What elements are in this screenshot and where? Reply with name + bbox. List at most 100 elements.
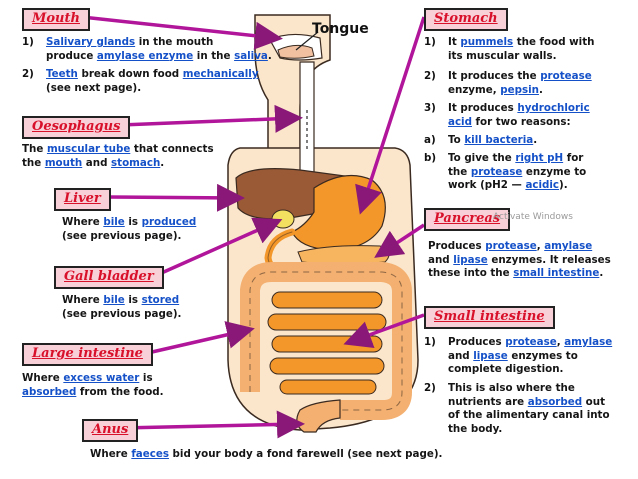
sm-l3: complete digestion. xyxy=(448,363,564,375)
kw-salivary-glands: Salivary glands xyxy=(46,36,136,48)
kw-right-ph: right pH xyxy=(515,152,564,164)
oes-l2-a: the xyxy=(22,156,45,169)
liver-l1-b: is xyxy=(124,216,142,228)
stomach-text-a: To kill bacteria. xyxy=(448,134,537,148)
st-l2: its muscular walls. xyxy=(448,49,557,62)
kw-amylase-pan: amylase xyxy=(544,240,593,252)
st-l9-a: the xyxy=(448,165,471,178)
large-intestine-shape xyxy=(240,262,412,420)
pan-l2-b: enzymes. It releases xyxy=(487,253,611,266)
sm-l7: the body. xyxy=(448,422,503,435)
stomach-num-1: 1) xyxy=(424,36,436,48)
gall-l2: (see previous page). xyxy=(62,307,182,320)
liver-l1-a: Where xyxy=(62,216,104,228)
stomach-text-1: It pummels the food with its muscular wa… xyxy=(448,36,594,63)
label-tongue: Tongue xyxy=(312,21,369,37)
kw-mouth: mouth xyxy=(44,156,83,169)
label-small-intestine: Small intestine xyxy=(424,306,555,329)
kw-pummels: pummels xyxy=(460,36,514,48)
large-intestine-text: Where excess water is absorbed from the … xyxy=(22,372,164,399)
st-l4-b: . xyxy=(538,83,543,96)
kw-pepsin: pepsin xyxy=(500,83,539,96)
mouth-text: Salivary glands in the mouth produce amy… xyxy=(46,36,272,63)
mouth-num-2: 2) xyxy=(22,68,34,80)
kw-produced: produced xyxy=(141,216,197,228)
anus-b: bid your body a fond farewell (see next … xyxy=(168,448,443,460)
st-l7-b: . xyxy=(533,134,538,146)
label-stomach: Stomach xyxy=(424,8,508,31)
sm-l1-a: Produces xyxy=(448,336,506,348)
gall-l1-a: Where xyxy=(62,294,104,306)
arrow-large-intestine xyxy=(151,321,255,354)
arrow-anus xyxy=(121,410,305,439)
kw-acidic: acidic xyxy=(525,179,560,191)
sm-l6: of the alimentary canal into xyxy=(448,409,610,421)
oes-l2-c: . xyxy=(160,156,165,169)
tongue-shape xyxy=(277,44,315,59)
st-l10-a: work (pH2 — xyxy=(448,179,526,191)
kw-protease-sm: protease xyxy=(505,336,557,348)
gall-l1-b: is xyxy=(124,294,142,306)
arrow-oesophagus xyxy=(121,104,303,133)
small-intestine-text-2: This is also where the nutrients are abs… xyxy=(448,382,610,436)
st-l1-b: the food with xyxy=(513,36,595,48)
st-l10-b: ). xyxy=(559,179,568,191)
mouth-text-2: Teeth break down food mechanically (see … xyxy=(46,68,259,95)
label-large-intestine: Large intestine xyxy=(22,343,153,366)
kw-hydrochloric: hydrochloric xyxy=(517,102,590,114)
kw-muscular-tube: muscular tube xyxy=(46,143,131,155)
stomach-text-3: It produces hydrochloric acid for two re… xyxy=(448,102,590,129)
liver-text: Where bile is produced (see previous pag… xyxy=(62,216,196,243)
kw-lipase-sm: lipase xyxy=(473,349,508,362)
mouth-l2-b: in the xyxy=(193,49,235,62)
oesophagus-text: The muscular tube that connects the mout… xyxy=(22,143,214,170)
liver-l2: (see previous page). xyxy=(62,229,182,242)
kw-saliva: saliva xyxy=(234,49,268,62)
label-anus: Anus xyxy=(82,419,139,442)
kw-absorbed-sm: absorbed xyxy=(527,395,583,408)
st-l7-a: To xyxy=(448,134,465,146)
large-l1-a: Where xyxy=(22,372,64,384)
label-mouth: Mouth xyxy=(22,8,90,31)
sm-l5-b: out xyxy=(582,395,605,408)
pancreas-text: Produces protease, amylase and lipase en… xyxy=(428,240,611,281)
kw-teeth: Teeth xyxy=(46,68,78,80)
anus-a: Where xyxy=(90,448,132,460)
large-l2-a: from the food. xyxy=(76,385,164,398)
st-l3-a: It produces the xyxy=(448,70,541,82)
large-l1-b: is xyxy=(139,372,153,384)
pointer-arrows xyxy=(81,15,426,439)
st-l1-a: It xyxy=(448,36,461,48)
pan-l1-a: Produces xyxy=(428,240,486,252)
label-gall-bladder: Gall bladder xyxy=(54,266,164,289)
activate-windows-watermark: Activate Windows xyxy=(493,212,573,222)
oes-l2-b: and xyxy=(82,156,112,169)
stomach-text-2: It produces the protease enzyme, pepsin. xyxy=(448,70,592,97)
mouth-l3-a: break down food xyxy=(77,68,183,80)
small-intestine-text-1: Produces protease, amylase and lipase en… xyxy=(448,336,612,377)
st-l9-b: enzyme to xyxy=(522,165,587,178)
arrow-mouth xyxy=(81,15,283,50)
kw-stomach: stomach xyxy=(111,156,161,169)
mouth-l4: (see next page). xyxy=(46,81,142,94)
kw-excess-water: excess water xyxy=(63,372,140,384)
st-l5-a: It produces xyxy=(448,102,518,114)
arrow-liver xyxy=(106,183,245,212)
pan-l1-b: , xyxy=(536,240,545,252)
stomach-text-b: To give the right pH for the protease en… xyxy=(448,152,586,193)
kw-bile-gall: bile xyxy=(103,294,125,306)
stomach-num-a: a) xyxy=(424,134,436,146)
anus-text: Where faeces bid your body a fond farewe… xyxy=(90,448,442,462)
mouth-l1-rest: in the mouth xyxy=(135,36,214,48)
mouth-l2-a: produce xyxy=(46,49,97,62)
kw-lipase-pan: lipase xyxy=(453,253,488,266)
st-l4-a: enzyme, xyxy=(448,83,501,96)
kw-amylase-sm: amylase xyxy=(564,336,613,348)
small-num-1: 1) xyxy=(424,336,436,348)
kw-protease-pan: protease xyxy=(485,240,537,252)
tongue-pointer xyxy=(295,31,319,51)
st-l6-a: for two reasons: xyxy=(471,115,571,128)
mouth-num-1: 1) xyxy=(22,36,34,48)
pan-l3-b: . xyxy=(599,267,604,279)
stomach-num-2: 2) xyxy=(424,70,436,82)
